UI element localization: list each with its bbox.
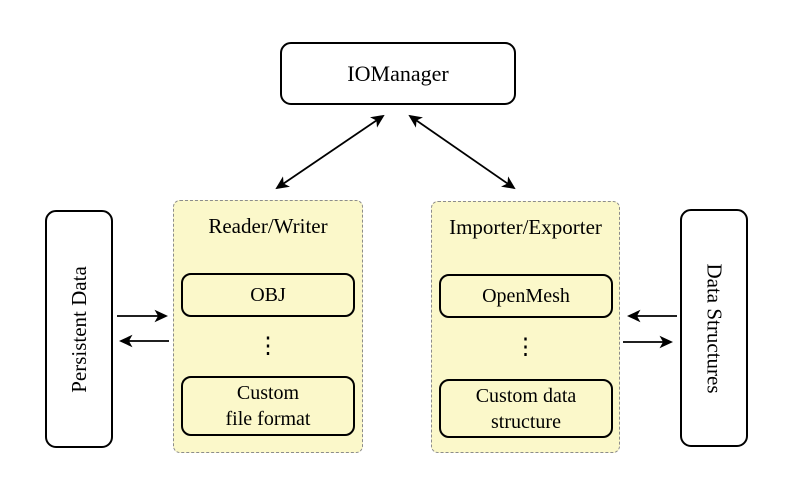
arrow-iomanager-importerexporter bbox=[408, 114, 516, 190]
group-reader-writer: Reader/Writer OBJ ⋮ Custom file format bbox=[173, 200, 363, 453]
node-iomanager: IOManager bbox=[280, 42, 516, 105]
custom-data-structure-line2: structure bbox=[491, 410, 561, 433]
data-structures-label: Data Structures bbox=[702, 262, 727, 394]
group-importer-exporter: Importer/Exporter OpenMesh ⋮ Custom data… bbox=[431, 201, 620, 453]
group-importer-exporter-title: Importer/Exporter bbox=[449, 215, 602, 239]
node-persistent-data: Persistent Data bbox=[45, 210, 113, 448]
persistent-data-label: Persistent Data bbox=[66, 265, 91, 393]
custom-file-format-line1: Custom bbox=[236, 382, 300, 404]
node-data-structures: Data Structures bbox=[680, 209, 748, 447]
node-custom-file-format: Custom file format bbox=[181, 376, 355, 436]
group-reader-writer-title: Reader/Writer bbox=[208, 214, 328, 238]
node-obj: OBJ bbox=[181, 273, 355, 317]
iomanager-label: IOManager bbox=[347, 60, 449, 86]
node-openmesh: OpenMesh bbox=[439, 274, 613, 318]
obj-label: OBJ bbox=[250, 284, 286, 306]
openmesh-label: OpenMesh bbox=[482, 285, 570, 307]
reader-writer-ellipsis: ⋮ bbox=[256, 333, 280, 358]
arrow-iomanager-readerwriter bbox=[275, 114, 385, 190]
importer-exporter-ellipsis: ⋮ bbox=[514, 334, 537, 359]
custom-data-structure-line1: Custom data bbox=[475, 384, 577, 407]
node-custom-data-structure: Custom data structure bbox=[439, 379, 613, 438]
custom-file-format-line2: file format bbox=[225, 408, 311, 430]
